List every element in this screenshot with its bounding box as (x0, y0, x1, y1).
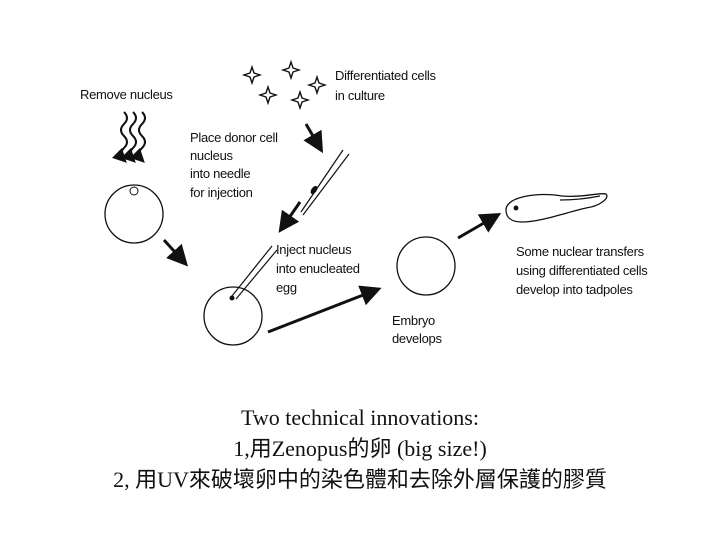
arrow-embryo-to-tadpole (457, 212, 502, 240)
egg-with-nucleus (104, 184, 164, 244)
enucleated-egg (203, 286, 263, 346)
caption: Two technical innovations: 1,用Zenopus的卵 … (0, 402, 720, 495)
caption-line-2: 1,用Zenopus的卵 (big size!) (233, 436, 487, 461)
needle-with-donor-nucleus (300, 149, 350, 216)
embryo-label: Embryo develops (392, 313, 442, 346)
uv-wavy-lines (111, 111, 146, 163)
tadpole-icon (505, 192, 608, 223)
embryo (396, 236, 456, 296)
nuclear-transfer-diagram: Remove nucleus Differentiated cells in c… (80, 59, 651, 346)
inject-nucleus-label: Inject nucleus into enucleated egg (276, 242, 363, 295)
arrow-needle-to-egg (278, 201, 302, 233)
arrow-egg-to-injection (162, 238, 189, 267)
caption-line-1: Two technical innovations: (241, 405, 479, 430)
arrow-egg-to-embryo (267, 285, 382, 334)
differentiated-cells-icon (241, 59, 328, 111)
differentiated-cells-label: Differentiated cells in culture (335, 68, 439, 103)
nuclear-transfers-label: Some nuclear transfers using differentia… (516, 244, 651, 297)
place-donor-label: Place donor cell nucleus into needle for… (190, 130, 281, 200)
arrow-cells-to-needle (303, 123, 324, 154)
remove-nucleus-label: Remove nucleus (80, 87, 173, 102)
injection-needle (231, 245, 278, 300)
caption-line-3: 2, 用UV來破壞卵中的染色體和去除外層保護的膠質 (113, 467, 607, 492)
